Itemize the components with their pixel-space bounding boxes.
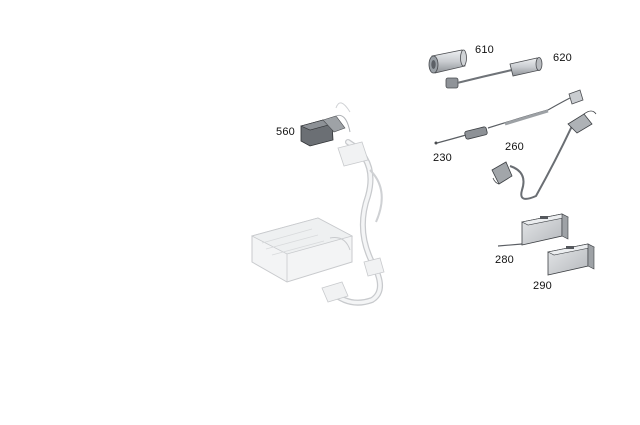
part-280-module[interactable]: [497, 213, 569, 247]
part-290-module[interactable]: [547, 243, 595, 276]
part-230-cable-switch[interactable]: [434, 89, 584, 145]
callout-560[interactable]: 560: [276, 126, 295, 138]
callout-280[interactable]: 280: [495, 254, 514, 266]
part-610-socket[interactable]: [428, 49, 467, 74]
part-620-cable-plug[interactable]: [445, 57, 543, 89]
part-260-charging-cable[interactable]: [491, 110, 597, 200]
ghost-charger-harness: [250, 102, 385, 306]
callout-260[interactable]: 260: [505, 141, 524, 153]
callout-610[interactable]: 610: [475, 44, 494, 56]
callout-620[interactable]: 620: [553, 52, 572, 64]
part-560-control-unit[interactable]: [300, 114, 351, 147]
callout-290[interactable]: 290: [533, 280, 552, 292]
callout-230[interactable]: 230: [433, 152, 452, 164]
